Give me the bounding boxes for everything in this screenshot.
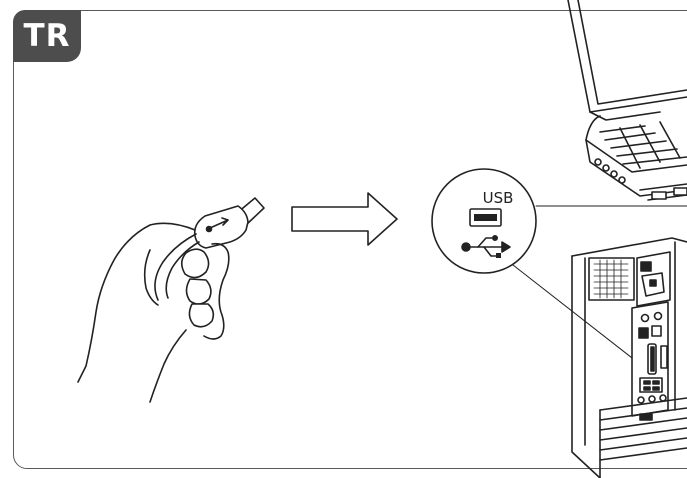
laptop-icon	[567, 0, 687, 201]
desktop-tower-icon	[571, 237, 687, 478]
language-badge: TR	[13, 10, 81, 62]
usb-symbol-icon	[461, 235, 511, 258]
figure-frame	[13, 10, 687, 469]
leader-line-desktop	[512, 264, 651, 373]
language-code: TR	[23, 18, 71, 54]
arrow-right-icon	[291, 192, 398, 246]
usb-port-label: USB	[482, 189, 514, 207]
hand-holding-usb-plug-icon	[77, 197, 265, 403]
